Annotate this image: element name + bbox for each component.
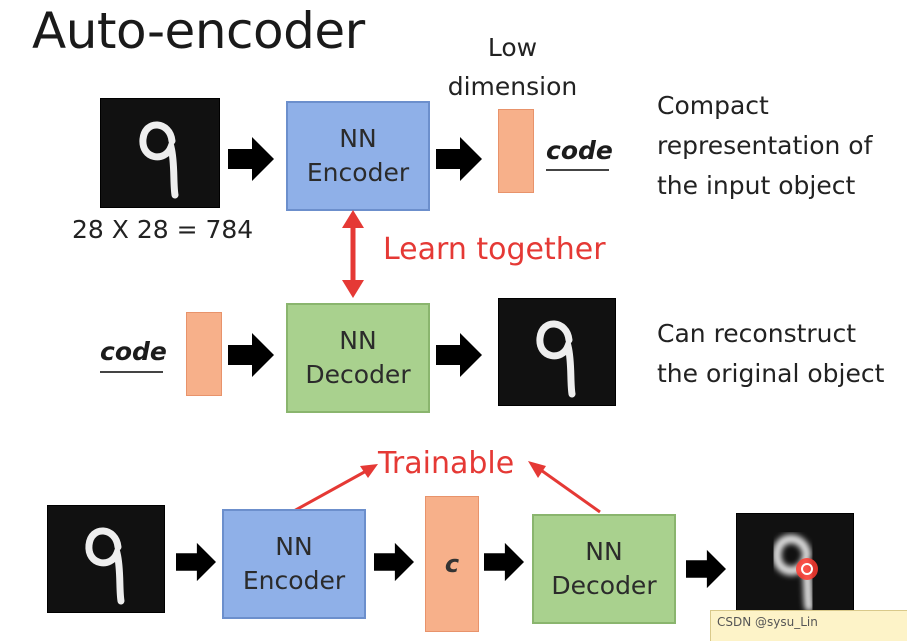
blurry-digit-glyph [772,534,818,612]
top-desc-line3: the input object [657,171,856,200]
arrow-right-icon [176,542,216,582]
reconstructed-digit-image [498,298,616,406]
learn-together-label: Learn together [383,232,606,267]
bottom-code-symbol: c [444,550,460,578]
digit-nine-glyph [536,320,576,398]
arrow-right-icon [484,542,524,582]
top-code-underline [546,169,609,171]
arrow-right-icon [228,137,274,181]
middle-description: Can reconstruct the original object [657,314,884,394]
middle-decoder-line1: NN [339,326,377,356]
bottom-output-digit-image [736,513,854,621]
top-encoder-line1: NN [339,124,377,154]
middle-desc-line2: the original object [657,359,885,388]
arrow-right-icon [436,137,482,181]
top-encoder-box: NN Encoder [286,101,430,211]
arrow-right-icon [374,542,414,582]
middle-desc-line1: Can reconstruct [657,319,857,348]
middle-code-bar [186,312,222,396]
watermark-strip: CSDN @sysu_Lin [710,610,907,641]
bottom-encoder-line2: Encoder [242,566,346,595]
input-size-label: 28 X 28 = 784 [72,215,254,244]
bottom-encoder-box: NN Encoder [222,509,366,619]
bottom-code-bar: c [425,496,479,632]
middle-code-underline [100,371,163,373]
top-desc-line1: Compact [657,91,769,120]
bottom-decoder-line2: Decoder [551,571,657,600]
middle-code-label: code [100,337,167,366]
low-dimension-line2: dimension [447,72,578,101]
top-code-bar [498,109,534,193]
digit-nine-glyph [85,527,125,605]
double-arrow-icon [342,210,364,298]
low-dimension-line1: Low [487,33,538,62]
top-description: Compact representation of the input obje… [657,86,872,206]
middle-decoder-box: NN Decoder [286,303,430,413]
digit-nine-glyph [139,121,179,199]
bottom-decoder-box: NN Decoder [532,514,676,624]
trainable-label: Trainable [378,446,515,481]
low-dimension-label: Low dimension [440,28,585,106]
trainable-arrows-icon [291,461,601,514]
bottom-input-digit-image [47,505,165,613]
input-digit-image [100,98,220,208]
middle-decoder-line2: Decoder [305,360,411,389]
arrow-right-icon [228,333,274,377]
watermark-text: CSDN @sysu_Lin [717,615,818,629]
page-title: Auto-encoder [32,2,365,60]
bottom-encoder-line1: NN [275,532,313,562]
cursor-dot-icon [796,558,818,580]
top-code-label: code [546,136,613,165]
top-encoder-line2: Encoder [306,158,410,187]
arrow-right-icon [686,549,726,589]
arrow-right-icon [436,333,482,377]
top-desc-line2: representation of [657,131,873,160]
bottom-decoder-line1: NN [585,537,623,567]
